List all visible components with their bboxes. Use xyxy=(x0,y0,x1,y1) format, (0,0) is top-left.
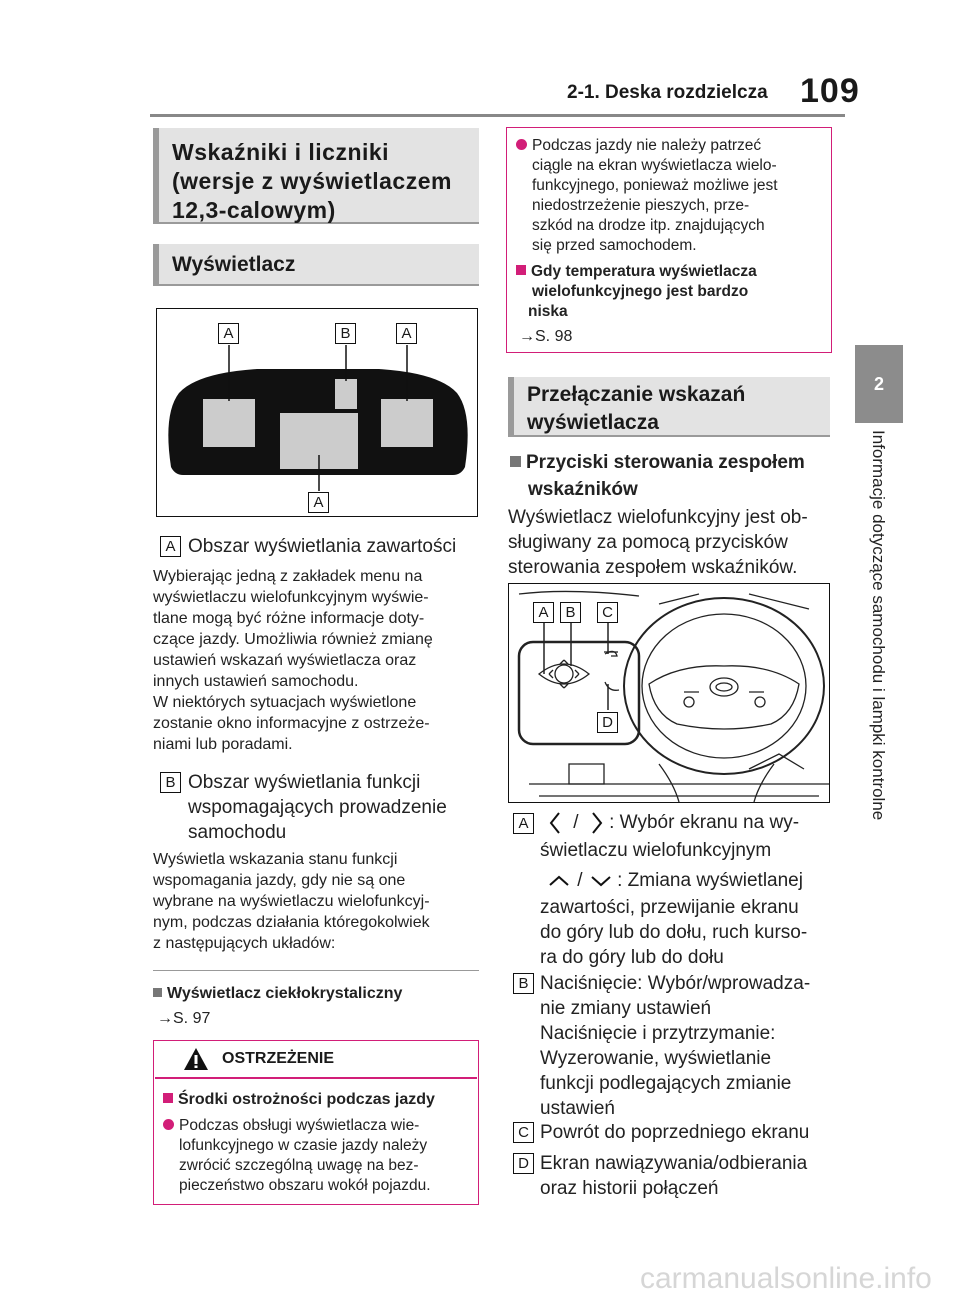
arrow-icon: → xyxy=(519,328,535,345)
buttons-intro: Wyświetlacz wielofunkcyjny jest ob- sług… xyxy=(508,507,808,578)
warning-subheading: Środki ostrożności podczas jazdy xyxy=(163,1089,435,1110)
low-temp-reference: →S. 98 xyxy=(519,328,573,345)
item-a-marker: A xyxy=(513,813,534,834)
callout-a-left: A xyxy=(218,323,239,344)
chevron-left-icon xyxy=(549,812,560,834)
item-c-text: Powrót do poprzedniego ekranu xyxy=(540,1122,810,1143)
continuation-bullet: Podczas jazdy nie należy patrzeć ciągle … xyxy=(516,136,778,256)
cluster-figure: A B A A xyxy=(156,308,478,517)
cluster-illustration xyxy=(168,345,468,491)
round-bullet-icon xyxy=(516,139,527,150)
item-b-marker: B xyxy=(513,973,534,994)
item-a-marker: A xyxy=(160,536,181,557)
square-bullet-icon xyxy=(510,456,521,467)
lcd-heading: Wyświetlacz ciekłokrystaliczny xyxy=(153,983,402,1004)
item-b-title: Obszar wyświetlania funkcji wspomagający… xyxy=(188,772,447,843)
steering-wheel-figure: A B C D xyxy=(508,583,830,803)
item-a-rest: zawartości, przewijanie ekranu do góry l… xyxy=(540,897,808,968)
header-rule xyxy=(150,114,845,117)
item-a-line2: świetlaczu wielofunkcyjnym xyxy=(540,840,772,861)
item-a-line3: / : Zmiana wyświetlanej xyxy=(548,868,803,893)
arrow-icon: → xyxy=(157,1010,173,1027)
warning-triangle-icon xyxy=(184,1048,208,1070)
callout-c: C xyxy=(597,602,618,623)
callout-d: D xyxy=(597,712,618,733)
section-title-display: Wyświetlacz xyxy=(153,244,479,286)
warning-bullet: Podczas obsługi wyświetlacza wie- lofunk… xyxy=(163,1116,431,1196)
item-a-title: Obszar wyświetlania zawartości xyxy=(188,536,457,557)
item-d-marker: D xyxy=(513,1153,534,1174)
side-chapter-text: Informacje dotyczące samochodu i lampki … xyxy=(869,430,888,821)
buttons-heading: Przyciski sterowania zespołem wskaźników xyxy=(510,449,805,503)
warning-box xyxy=(153,1040,479,1205)
chevron-down-icon xyxy=(591,876,611,887)
callout-b: B xyxy=(335,323,356,344)
item-a-description: Wybierając jedną z zakładek menu na wyśw… xyxy=(153,568,433,753)
warning-continuation-box xyxy=(506,127,832,353)
square-bullet-icon xyxy=(153,988,162,997)
item-b-marker: B xyxy=(160,772,181,793)
divider xyxy=(153,970,479,971)
item-a-line1: / : Wybór ekranu na wy- xyxy=(548,810,799,835)
watermark: carmanualsonline.info xyxy=(640,1262,932,1295)
round-bullet-icon xyxy=(163,1119,174,1130)
chapter-tab: 2 xyxy=(855,345,903,423)
low-temp-heading: Gdy temperatura wyświetlacza wielofunkcy… xyxy=(516,262,757,322)
square-bullet-icon xyxy=(516,265,526,275)
item-b-text: Naciśnięcie: Wybór/wprowadza- nie zmiany… xyxy=(540,973,811,1119)
callout-a: A xyxy=(533,602,554,623)
item-c-marker: C xyxy=(513,1122,534,1143)
square-bullet-icon xyxy=(163,1093,173,1103)
callout-b: B xyxy=(560,602,581,623)
warning-title: OSTRZEŻENIE xyxy=(222,1050,335,1067)
item-d-text: Ekran nawiązywania/odbierania oraz histo… xyxy=(540,1153,808,1199)
callout-a-bottom: A xyxy=(308,492,329,513)
item-b-description: Wyświetla wskazania stanu funkcji wspoma… xyxy=(153,851,430,952)
warning-rule xyxy=(155,1077,477,1079)
chapter-title: 2-1. Deska rozdzielcza xyxy=(567,82,768,103)
chevron-right-icon xyxy=(592,812,603,834)
page-number: 109 xyxy=(800,72,860,110)
section-title-meters: Wskaźniki i liczniki (wersje z wyświetla… xyxy=(153,128,479,224)
lcd-reference: →S. 97 xyxy=(157,1010,211,1027)
chevron-up-icon xyxy=(549,875,569,886)
section-title-switching: Przełączanie wskazań wyświetlacza xyxy=(508,377,830,437)
steering-wheel-illustration xyxy=(517,590,829,803)
callout-a-right: A xyxy=(396,323,417,344)
